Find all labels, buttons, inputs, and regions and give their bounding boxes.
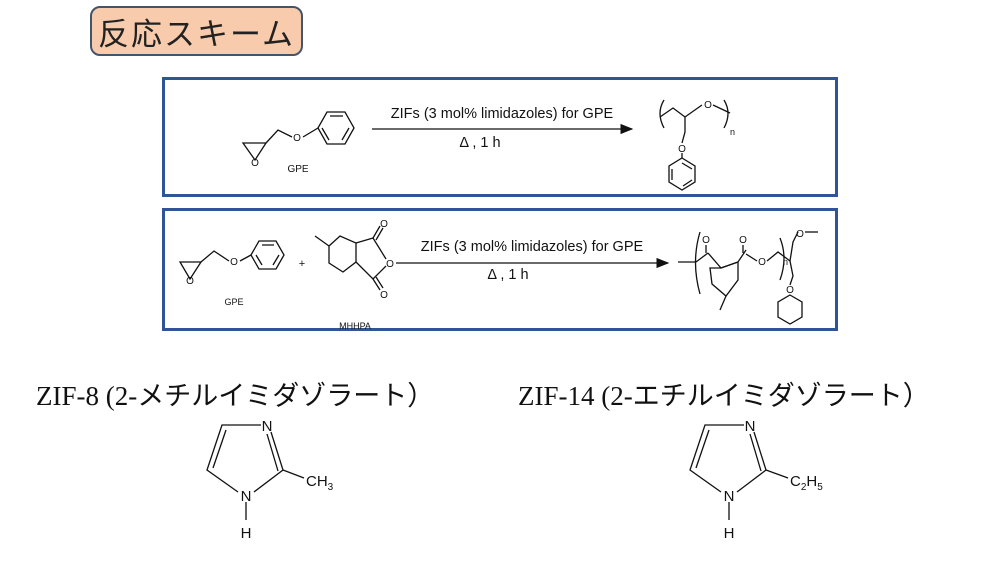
reaction-conditions-2: ZIFs (3 mol% limidazoles) for GPE [421, 239, 644, 255]
atom-n: N [724, 488, 735, 505]
atom-o: O [293, 133, 301, 144]
atom-o: O [704, 100, 712, 111]
product-polyester-structure [678, 231, 818, 325]
heat-time-1: Δ , 1 h [459, 135, 500, 151]
atom-n: N [745, 418, 756, 435]
atom-o: O [758, 257, 766, 268]
reaction-conditions-1: ZIFs (3 mol% limidazoles) for GPE [391, 106, 614, 122]
atom-o: O [678, 144, 686, 155]
atom-o: O [230, 257, 238, 268]
atom-o: O [739, 235, 747, 246]
subscript-n: n [783, 257, 788, 267]
2-ethylimidazole-structure [689, 424, 789, 520]
atom-o: O [702, 235, 710, 246]
methyl-group: CH3 [306, 473, 334, 493]
atom-o: O [386, 259, 394, 270]
atom-o: O [796, 229, 804, 240]
zif8-heading: ZIF-8 (2-メチルイミダゾラート） [36, 381, 435, 411]
atom-h: H [724, 525, 735, 542]
plus-sign: + [299, 258, 305, 270]
zif14-heading: ZIF-14 (2-エチルイミダゾラート） [518, 381, 930, 411]
atom-o: O [380, 219, 388, 230]
2-methylimidazole-structure [206, 424, 305, 520]
mhhpa-label: MHHPA [339, 321, 371, 331]
atom-o: O [380, 290, 388, 301]
gpe-label-1: GPE [287, 164, 308, 175]
atom-o: O [251, 158, 259, 169]
gpe-label-2: GPE [224, 297, 243, 307]
atom-n: N [262, 418, 273, 435]
atom-o: O [786, 285, 794, 296]
atom-n: N [241, 488, 252, 505]
reaction-scheme-2-frame [162, 208, 838, 331]
atom-o: O [186, 276, 194, 287]
reaction-scheme-1-frame [162, 77, 838, 197]
slide-title: 反応スキーム [90, 6, 303, 56]
subscript-n: n [730, 127, 735, 137]
ethyl-group: C2H5 [790, 473, 823, 493]
atom-h: H [241, 525, 252, 542]
gpe-structure-2 [178, 240, 285, 281]
product-polyether-structure [659, 99, 731, 191]
gpe-structure-1 [241, 111, 355, 162]
mhhpa-structure [314, 225, 387, 291]
heat-time-2: Δ , 1 h [487, 267, 528, 283]
